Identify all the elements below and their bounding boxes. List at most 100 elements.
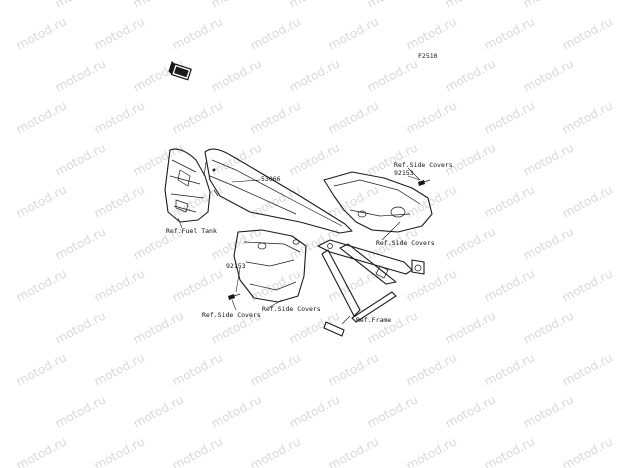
watermark-text: motod.ru [365,0,420,11]
watermark-text: motod.ru [209,140,264,178]
watermark-text: motod.ru [287,392,342,430]
watermark-text: motod.ru [560,266,615,304]
seat [203,148,353,234]
right-side-cover [323,171,433,233]
watermark-text: motod.ru [170,266,225,304]
callout-ref-fuel-tank: Ref.Fuel Tank [166,227,217,235]
watermark-text: motod.ru [170,434,225,468]
bolt-lower [228,293,241,300]
front-direction-icon [168,60,192,81]
watermark-text: motod.ru [287,224,342,262]
watermark-text: motod.ru [248,98,303,136]
leader-lines [177,167,421,325]
watermark-text: motod.ru [209,0,264,11]
watermark-text: motod.ru [560,434,615,468]
watermark-text: motod.ru [14,266,69,304]
watermark-text: motod.ru [14,182,69,220]
watermark-text: motod.ru [14,98,69,136]
callout-ref-side-covers-upper: Ref.Side Covers [394,161,453,169]
watermark-text: motod.ru [560,14,615,52]
watermark-text: motod.ru [170,98,225,136]
watermark-text: motod.ru [209,392,264,430]
watermark-text: motod.ru [521,392,576,430]
watermark-text: motod.ru [131,140,186,178]
watermark-text: motod.ru [131,0,186,11]
watermark-text: motod.ru [521,56,576,94]
callout-seat-part-number: 53066 [261,175,281,183]
watermark-text: motod.ru [131,308,186,346]
callout-ref-side-covers-right: Ref.Side Covers [376,239,435,247]
watermark-text: motod.ru [131,392,186,430]
watermark-text: motod.ru [521,308,576,346]
watermark-text: motod.ru [287,0,342,11]
watermark-text: motod.ru [53,0,108,11]
left-side-cover [233,229,307,303]
diagram-code: F2510 [418,52,438,60]
watermark-text: motod.ru [92,182,147,220]
watermark-text: motod.ru [404,14,459,52]
callout-ref-side-covers-middle: Ref.Side Covers [262,305,321,313]
watermark-text: motod.ru [482,98,537,136]
watermark-text: motod.ru [443,0,498,11]
callout-bolt-lower: 92153 [226,262,246,270]
watermark-text: motod.ru [404,350,459,388]
watermark-text: motod.ru [482,266,537,304]
watermark-text: motod.ru [92,266,147,304]
watermark-text: motod.ru [560,182,615,220]
watermark-text: motod.ru [170,350,225,388]
watermark-text: motod.ru [365,56,420,94]
watermark-text: motod.ru [92,434,147,468]
watermark-text: motod.ru [404,98,459,136]
watermark-text: motod.ru [287,56,342,94]
watermark-text: motod.ru [443,224,498,262]
fuel-tank-reference [164,148,211,223]
watermark-text: motod.ru [53,392,108,430]
watermark-text: motod.ru [443,140,498,178]
watermark-text: motod.ru [248,434,303,468]
watermark-text: motod.ru [404,434,459,468]
watermark-text: motod.ru [53,224,108,262]
watermark-text: motod.ru [521,224,576,262]
watermark-layer: motod.ru motod.ru motod.ru motod.ru motod.ru… [14,0,615,468]
watermark-text: motod.ru [560,350,615,388]
watermark-text: motod.ru [326,98,381,136]
watermark-text: motod.ru [131,56,186,94]
watermark-text: motod.ru [53,308,108,346]
watermark-text: motod.ru [14,350,69,388]
watermark-text: motod.ru [326,350,381,388]
watermark-text: motod.ru [326,182,381,220]
watermark-text: motod.ru [92,14,147,52]
watermark-text: motod.ru [209,56,264,94]
callout-ref-side-covers-left: Ref.Side Covers [202,311,261,319]
watermark-text: motod.ru [170,14,225,52]
watermark-text: motod.ru [53,56,108,94]
watermark-text: motod.ru [482,434,537,468]
bolt-upper [418,179,431,186]
watermark-text: motod.ru [560,98,615,136]
watermark-text: motod.ru [443,392,498,430]
callout-bolt-upper: 92153 [394,169,414,177]
watermark-text: motod.ru [521,0,576,11]
watermark-text: motod.ru [92,98,147,136]
watermark-text: motod.ru [287,308,342,346]
watermark-text: motod.ru [482,182,537,220]
watermark-text: motod.ru [248,350,303,388]
watermark-text: motod.ru [443,308,498,346]
watermark-text: motod.ru [326,266,381,304]
rear-frame [317,239,425,337]
watermark-text: motod.ru [521,140,576,178]
watermark-text: motod.ru [92,350,147,388]
watermark-text: motod.ru [14,14,69,52]
watermark-text: motod.ru [170,182,225,220]
watermark-text: motod.ru [365,308,420,346]
watermark-text: motod.ru [287,140,342,178]
watermark-text: motod.ru [53,140,108,178]
callout-ref-frame: Ref.Frame [356,316,391,324]
watermark-text: motod.ru [14,434,69,468]
watermark-text: motod.ru [443,56,498,94]
watermark-text: motod.ru [482,350,537,388]
watermark-text: motod.ru [482,14,537,52]
watermark-text: motod.ru [326,14,381,52]
